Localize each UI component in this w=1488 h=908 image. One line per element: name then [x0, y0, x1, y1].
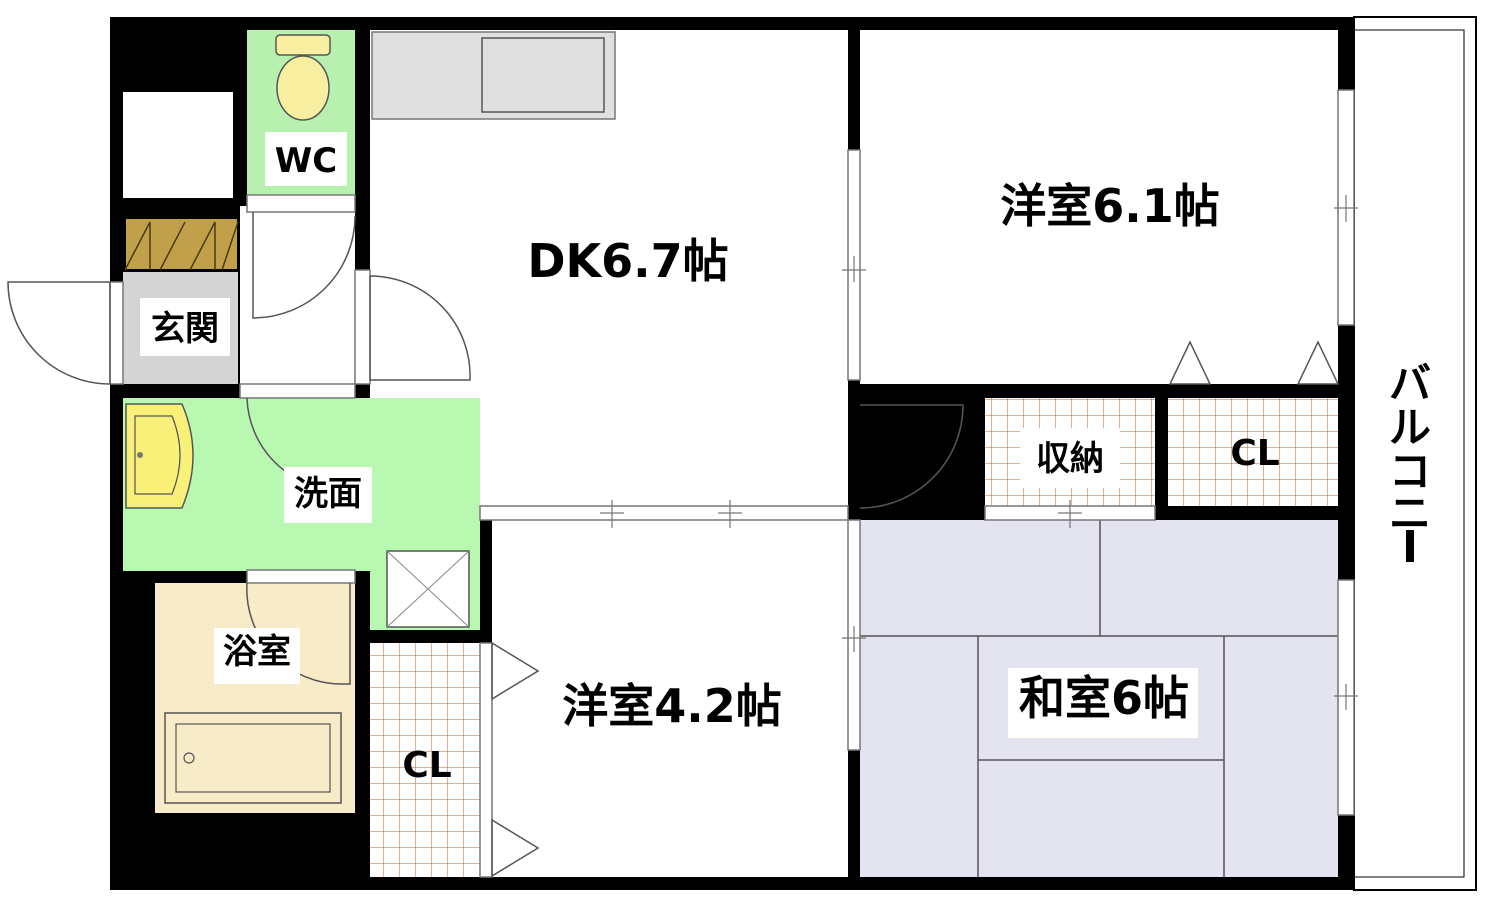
bath-label: 浴室	[223, 632, 291, 672]
kitchen-sink	[481, 37, 605, 113]
closet-wc-left	[123, 92, 233, 198]
svg-text:ル: ル	[1389, 403, 1431, 452]
storage-label: 収納	[1036, 439, 1104, 479]
japanese-label: 和室6帖	[1019, 671, 1189, 725]
balcony-label: バ ル コ ニ	[1389, 359, 1431, 562]
western2-floor	[492, 520, 848, 877]
svg-text:ニ: ニ	[1389, 489, 1431, 538]
balcony	[1353, 16, 1477, 891]
western1-floor	[860, 30, 1338, 384]
shoe-box	[124, 217, 239, 271]
bathtub-icon	[164, 712, 342, 804]
closet-lower-floor	[370, 643, 480, 877]
washing-machine-icon	[386, 550, 470, 628]
closet-lower-label: CL	[402, 745, 451, 786]
genkan-label: 玄関	[151, 309, 219, 349]
western1-label: 洋室6.1帖	[1000, 179, 1220, 233]
basin-icon	[125, 403, 194, 509]
tick-marks	[600, 195, 1358, 710]
hall-floor	[240, 206, 355, 384]
western2-label: 洋室4.2帖	[562, 679, 782, 733]
closet-upper-floor	[1168, 398, 1338, 506]
tatami-lines	[860, 520, 1338, 877]
closet-upper-label: CL	[1230, 433, 1279, 474]
washroom-label: 洗面	[294, 474, 362, 514]
dk-label: DK6.7帖	[527, 234, 728, 288]
toilet-icon	[275, 34, 331, 121]
svg-text:バ: バ	[1389, 359, 1431, 408]
wc-label: WC	[275, 141, 337, 181]
balcony-inner	[1353, 29, 1465, 878]
svg-text:コ: コ	[1389, 447, 1431, 496]
door-openings	[109, 89, 1355, 878]
shoe-box-lines	[124, 221, 239, 271]
